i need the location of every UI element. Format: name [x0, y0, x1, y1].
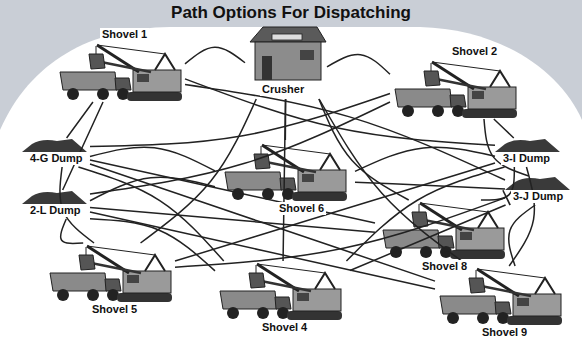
equipment-label: 4-G Dump: [28, 152, 85, 165]
haul-path: [185, 84, 505, 180]
haul-path: [141, 99, 257, 243]
equipment-node: 3-J Dump: [505, 176, 575, 205]
haul-path: [175, 163, 495, 261]
equipment-node: 4-G Dump: [22, 138, 90, 167]
crusher-roof: [250, 27, 326, 42]
equipment-label: Shovel 6: [277, 202, 326, 215]
crusher-sign: [272, 34, 302, 40]
haul-path: [283, 99, 285, 261]
crusher-wall: [255, 42, 321, 80]
equipment-label: 3-I Dump: [501, 152, 552, 165]
haul-path: [90, 207, 375, 232]
equipment-node: Shovel 1: [55, 28, 185, 102]
haul-path: [90, 164, 435, 281]
shovel-truck-figure: [395, 62, 517, 118]
dump-figure: [495, 139, 560, 152]
equipment-node: Shovel 2: [390, 45, 520, 119]
equipment-node: Shovel 4: [215, 261, 350, 337]
shovel-truck-figure: [220, 264, 342, 320]
diagram-title-bar: Path Options For Dispatching: [0, 3, 582, 23]
shovel-truck-figure: [225, 145, 347, 201]
equipment-node: Crusher: [245, 25, 327, 99]
dump-figure: [22, 191, 87, 204]
shovel-truck-figure: [60, 45, 182, 101]
haul-path: [509, 167, 534, 266]
haul-path: [185, 47, 245, 64]
equipment-label: Shovel 4: [260, 321, 309, 334]
equipment-label: Shovel 1: [100, 28, 149, 41]
haul-path: [346, 167, 504, 261]
haul-path: [509, 205, 535, 266]
haul-path: [319, 99, 468, 266]
haul-path: [90, 212, 435, 289]
equipment-node: 2-L Dump: [22, 190, 90, 219]
crusher-window: [300, 50, 314, 60]
equipment-label: Shovel 9: [480, 326, 529, 339]
equipment-node: 3-I Dump: [495, 138, 563, 167]
crusher-door: [262, 56, 272, 80]
shovel-truck-figure: [440, 269, 562, 325]
haul-path: [484, 119, 529, 176]
equipment-node: Shovel 5: [45, 243, 175, 319]
haul-path: [355, 147, 495, 171]
equipment-node: Shovel 6: [215, 140, 355, 218]
equipment-node: Shovel 8: [375, 200, 510, 276]
equipment-label: Shovel 5: [90, 303, 139, 316]
page-ground: [0, 27, 582, 355]
equipment-label: Crusher: [260, 83, 306, 96]
equipment-label: Shovel 2: [450, 45, 499, 58]
equipment-label: 2-L Dump: [28, 204, 83, 217]
shovel-truck-figure: [50, 246, 172, 302]
haul-path: [90, 102, 390, 194]
crusher-building: [250, 27, 326, 80]
haul-path: [494, 119, 514, 138]
haul-path: [327, 55, 390, 75]
dump-figure: [22, 139, 87, 152]
haul-path: [61, 219, 84, 243]
diagram-title: Path Options For Dispatching: [168, 3, 414, 22]
equipment-label: Shovel 8: [420, 260, 469, 273]
haul-path: [90, 93, 390, 146]
equipment-label: 3-J Dump: [511, 190, 565, 203]
haul-path: [90, 147, 215, 171]
equipment-node: Shovel 9: [435, 266, 570, 342]
haul-path: [319, 99, 409, 200]
